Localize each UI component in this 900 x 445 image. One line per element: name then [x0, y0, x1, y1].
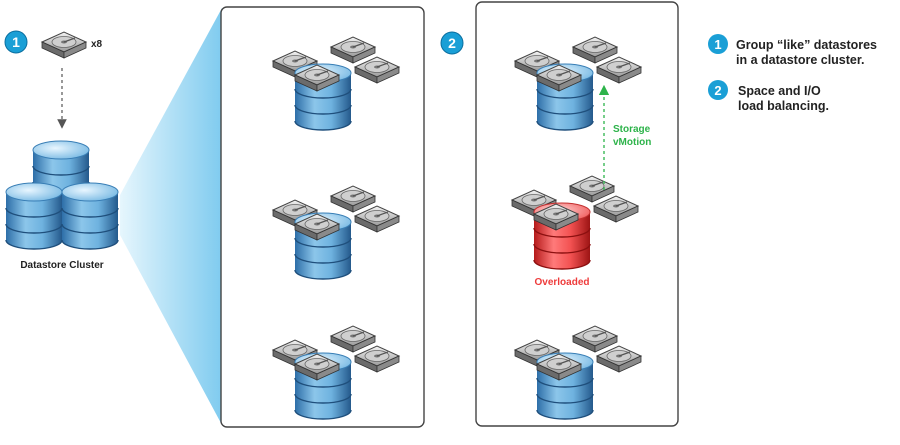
legend: 1 Group “like” datastores in a datastore… [708, 34, 877, 113]
step-1-badge: 1 [4, 30, 28, 54]
legend-text-2b: load balancing. [738, 99, 829, 113]
svg-text:1: 1 [12, 34, 20, 50]
step-2-badge: 2 [440, 31, 464, 55]
overloaded-label: Overloaded [534, 277, 589, 288]
hard-disk-icon [41, 31, 87, 59]
migration-label-line2: vMotion [613, 137, 651, 148]
datastore-cluster-icon [5, 140, 119, 250]
legend-item-1: 1 Group “like” datastores in a datastore… [708, 34, 877, 67]
zoom-funnel [120, 8, 222, 425]
legend-text-2a: Space and I/O [738, 84, 821, 98]
cluster-label: Datastore Cluster [20, 260, 103, 271]
legend-text-1b: in a datastore cluster. [736, 53, 865, 67]
legend-number-2: 2 [714, 83, 721, 98]
legend-item-2: 2 Space and I/O load balancing. [708, 80, 829, 113]
legend-text-1a: Group “like” datastores [736, 38, 877, 52]
svg-text:2: 2 [448, 35, 456, 51]
legend-number-1: 1 [714, 37, 721, 52]
migration-label-line1: Storage [613, 124, 651, 135]
disk-multiplier: x8 [91, 39, 103, 50]
